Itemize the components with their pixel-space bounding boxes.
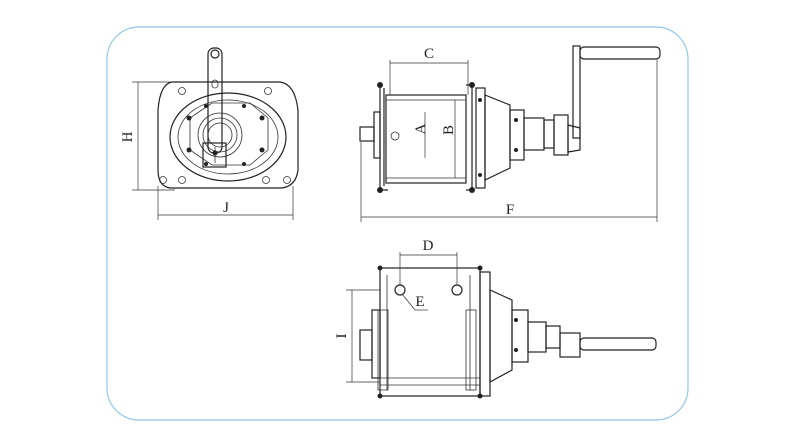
- label-B: B: [441, 125, 457, 135]
- label-H: H: [120, 131, 136, 142]
- front-view: H J: [120, 47, 299, 220]
- label-J: J: [223, 200, 229, 216]
- label-E: E: [415, 294, 424, 310]
- label-D: D: [423, 238, 434, 254]
- frame-border: [106, 26, 689, 421]
- label-A: A: [413, 123, 429, 134]
- label-I: I: [334, 334, 350, 339]
- bottom-view: D E I: [334, 238, 657, 399]
- side-view: C A B F: [359, 45, 661, 222]
- label-F: F: [506, 202, 514, 218]
- label-C: C: [424, 46, 434, 62]
